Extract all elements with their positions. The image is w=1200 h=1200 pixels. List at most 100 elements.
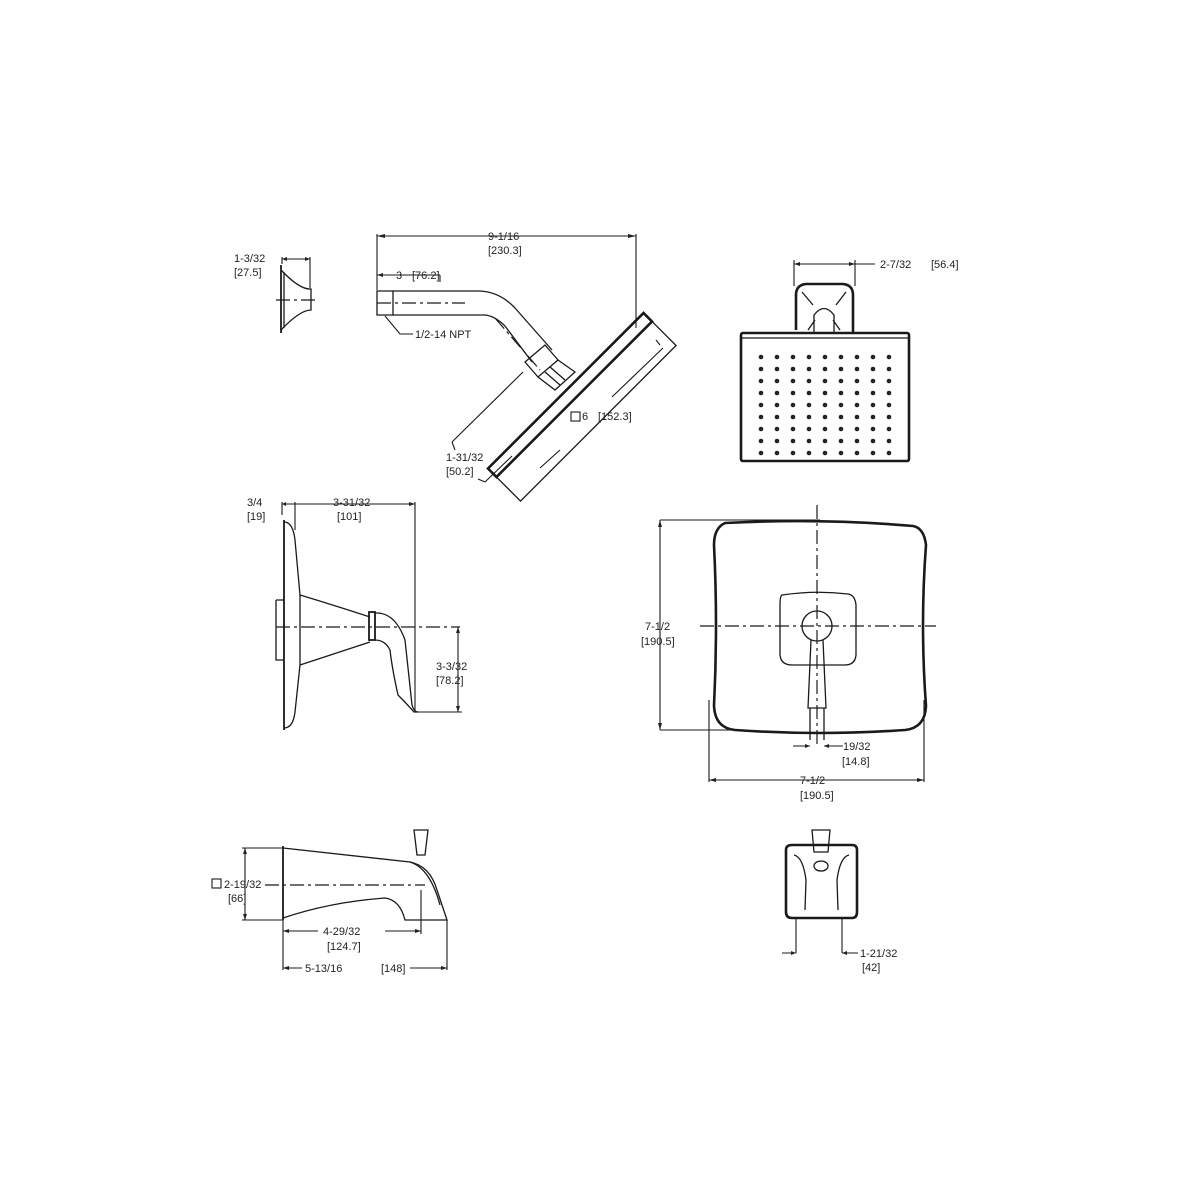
nozzle-dot	[758, 426, 764, 432]
nozzle-dot	[838, 402, 844, 408]
nozzle-dot	[854, 402, 860, 408]
nozzle-dot	[806, 450, 812, 456]
handle-drop-in: 3-3/32	[436, 661, 467, 673]
nozzle-dot	[838, 438, 844, 444]
nozzle-dot	[886, 378, 892, 384]
head-size-mm: [152.3]	[598, 411, 632, 423]
tub-spout-front-view: 1-21/32 [42]	[782, 829, 897, 974]
nozzle-dot	[822, 390, 828, 396]
nozzle-dot	[790, 366, 796, 372]
nozzle-dot	[774, 366, 780, 372]
nozzle-dot	[790, 426, 796, 432]
nozzle-dot	[838, 354, 844, 360]
nozzle-dot	[886, 414, 892, 420]
valve-trim-front-view: 7-1/2 [190.5] 7-1/2 [190.5] 19/32 [14.8]	[641, 505, 936, 802]
nozzle-dot	[806, 390, 812, 396]
flange-depth-mm: [27.5]	[234, 267, 262, 279]
nozzle-dot	[774, 438, 780, 444]
handle-projection-in: 3-31/32	[333, 497, 370, 509]
nozzle-dot	[806, 426, 812, 432]
shower-head-front-view: 2-7/32 [56.4]	[739, 259, 959, 463]
spout-overall-in: 5-13/16	[305, 963, 342, 975]
nozzle-dot	[774, 354, 780, 360]
spout-front-width-mm: [42]	[862, 962, 880, 974]
nozzle-dot	[806, 414, 812, 420]
reach-dim-in: 9-1/16	[488, 231, 519, 243]
handle-width-in: 19/32	[843, 741, 871, 753]
nozzle-dot	[854, 450, 860, 456]
nozzle-dot	[838, 390, 844, 396]
nozzle-dot	[822, 366, 828, 372]
nozzle-dot	[758, 354, 764, 360]
nozzle-dot	[838, 426, 844, 432]
nozzle-dot	[870, 378, 876, 384]
nozzle-dot	[790, 438, 796, 444]
nozzle-dot	[774, 426, 780, 432]
nozzle-dot	[870, 366, 876, 372]
nozzle-dot	[806, 366, 812, 372]
nozzle-dot	[870, 438, 876, 444]
nozzle-dot	[854, 414, 860, 420]
nozzle-dot	[886, 438, 892, 444]
nozzle-dot	[758, 390, 764, 396]
nozzle-dot	[806, 378, 812, 384]
spout-overall-mm: [148]	[381, 963, 405, 975]
valve-trim-side-view: 3/4 [19] 3-31/32 [101] 3-3/32 [78.2]	[247, 497, 467, 730]
nozzle-dot	[838, 366, 844, 372]
nozzle-dot	[790, 450, 796, 456]
nozzle-dot	[758, 450, 764, 456]
shower-arm-flange-view: 1-3/32 [27.5]	[234, 253, 316, 333]
tub-spout-side-view: 2-19/32 [66] 4-29/32 [124.7] 5-13/16 [14…	[211, 829, 448, 975]
arm-dim-mm: [76.2]	[412, 270, 440, 282]
nozzle-dot	[822, 402, 828, 408]
trim-height-mm: [190.5]	[641, 636, 675, 648]
nozzle-dot	[806, 354, 812, 360]
nozzle-dot	[758, 378, 764, 384]
nozzle-dot	[886, 402, 892, 408]
nozzle-dot	[838, 378, 844, 384]
flange-depth-in: 1-3/32	[234, 253, 265, 265]
plate-depth-in: 3/4	[247, 497, 262, 509]
nozzle-dot	[886, 450, 892, 456]
spout-front-width-in: 1-21/32	[860, 948, 897, 960]
head-size-in: 6	[582, 411, 588, 423]
nozzle-dot	[758, 438, 764, 444]
nozzle-dot	[790, 414, 796, 420]
trim-width-in: 7-1/2	[800, 775, 825, 787]
nozzle-dot	[870, 414, 876, 420]
nozzle-dot	[790, 402, 796, 408]
nozzle-dot	[870, 354, 876, 360]
handle-width-mm: [14.8]	[842, 756, 870, 768]
nozzle-dot	[806, 402, 812, 408]
nozzle-dot	[886, 354, 892, 360]
spout-square-mm: [66]	[228, 893, 246, 905]
nozzle-dot	[806, 438, 812, 444]
arm-dim-in: 3	[396, 270, 402, 282]
nozzle-dot	[774, 402, 780, 408]
nozzle-dot	[790, 390, 796, 396]
nozzle-dot	[854, 438, 860, 444]
handle-projection-mm: [101]	[337, 511, 361, 523]
nozzle-dot	[822, 426, 828, 432]
nozzle-dot	[838, 414, 844, 420]
escutcheon-width-mm: [56.4]	[931, 259, 959, 271]
nozzle-dot	[870, 402, 876, 408]
nozzle-dot	[774, 378, 780, 384]
nozzle-dot	[854, 426, 860, 432]
nozzle-dot	[774, 414, 780, 420]
handle-drop-mm: [78.2]	[436, 675, 464, 687]
nozzle-dot	[790, 378, 796, 384]
nozzle-dot	[870, 450, 876, 456]
nozzle-dot	[758, 414, 764, 420]
head-thickness-in: 1-31/32	[446, 452, 483, 464]
nozzle-dot	[854, 354, 860, 360]
nozzle-dot	[822, 414, 828, 420]
nozzle-dot	[854, 366, 860, 372]
nozzle-grid	[758, 354, 892, 456]
nozzle-dot	[870, 390, 876, 396]
nozzle-dot	[822, 438, 828, 444]
shower-arm-head-side-view: 9-1/16 [230.3] 3 [76.2] 1/2-14 NPT 6 [15…	[376, 231, 677, 502]
trim-height-in: 7-1/2	[645, 621, 670, 633]
head-thickness-mm: [50.2]	[446, 466, 474, 478]
nozzle-dot	[886, 426, 892, 432]
